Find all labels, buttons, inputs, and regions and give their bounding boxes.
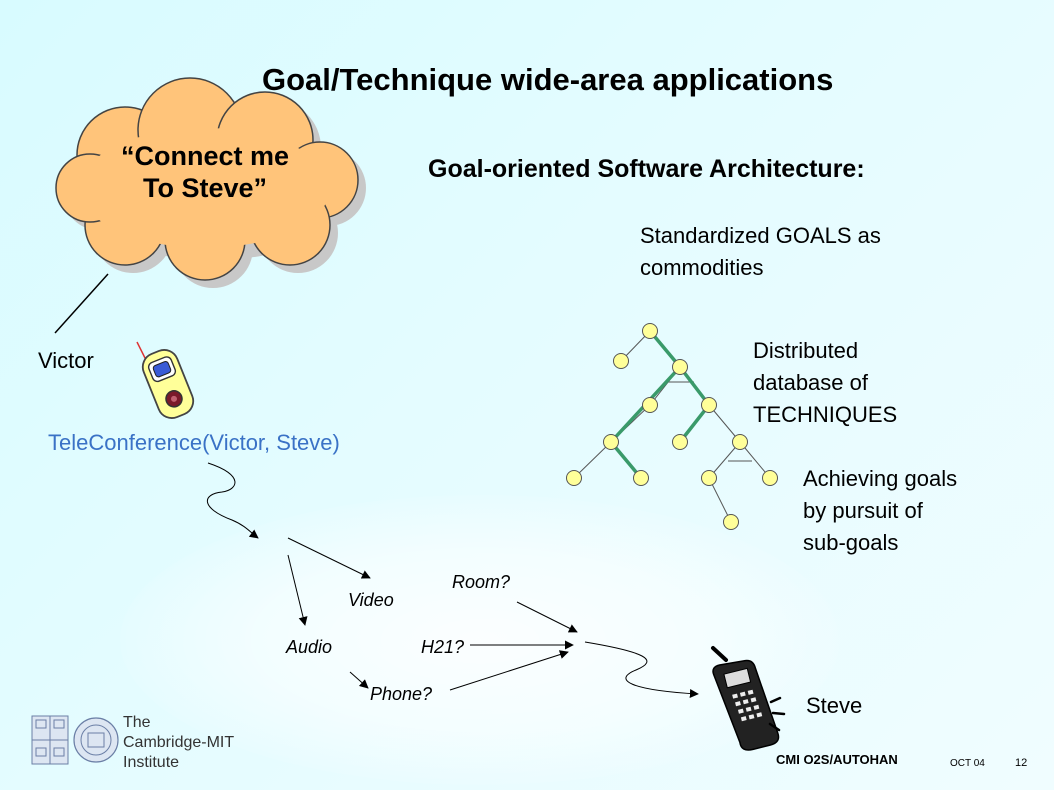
goals-line-1: Standardized GOALS as xyxy=(640,223,881,248)
victor-label: Victor xyxy=(38,348,94,373)
pda-icon xyxy=(136,341,195,419)
logo-line-2: Cambridge-MIT xyxy=(123,734,235,751)
flow-arrows xyxy=(206,462,699,699)
logo-wordmark: The Cambridge-MIT Institute xyxy=(123,713,234,773)
room-label: Room? xyxy=(452,572,511,592)
db-line-3: TECHNIQUES xyxy=(753,401,898,427)
sub-line-3: sub-goals xyxy=(803,529,899,555)
steve-label: Steve xyxy=(806,693,863,718)
goals-line-2: commodities xyxy=(640,254,764,280)
slide-title: Goal/Technique wide-area applications xyxy=(262,62,834,97)
background-glow xyxy=(120,495,840,785)
footer-label: CMI O2S/AUTOHAN xyxy=(776,752,898,767)
database-point: Distributed database of TECHNIQUES xyxy=(753,335,897,431)
goals-point: Standardized GOALS as commodities xyxy=(640,220,881,284)
cloud-speech: “Connect me To Steve” xyxy=(70,140,340,205)
cloud-line-1: “Connect me xyxy=(120,141,290,171)
phone-label: Phone? xyxy=(370,684,433,704)
db-line-1: Distributed xyxy=(753,338,859,363)
slide-subtitle: Goal-oriented Software Architecture: xyxy=(428,155,865,183)
subgoals-point: Achieving goals by pursuit of sub-goals xyxy=(803,463,957,559)
cloud-pointer-line xyxy=(54,273,109,334)
page-number: 12 xyxy=(1015,757,1028,769)
audio-label: Audio xyxy=(286,637,333,657)
video-label: Video xyxy=(348,590,394,610)
sub-line-1: Achieving goals xyxy=(803,466,958,491)
footer-date: OCT 04 xyxy=(950,758,985,769)
db-line-2: database of xyxy=(753,369,868,395)
sub-line-2: by pursuit of xyxy=(803,497,923,523)
cloud-line-2: To Steve” xyxy=(142,173,268,204)
mobile-phone-icon xyxy=(711,646,786,751)
logo-line-3: Institute xyxy=(123,754,180,771)
teleconference-goal: TeleConference(Victor, Steve) xyxy=(48,430,340,455)
thought-cloud xyxy=(55,77,366,288)
cambridge-mit-logo-icon xyxy=(31,715,119,765)
technique-tree xyxy=(566,323,778,530)
logo-line-1: The xyxy=(123,714,151,731)
h21-label: H21? xyxy=(421,637,465,657)
